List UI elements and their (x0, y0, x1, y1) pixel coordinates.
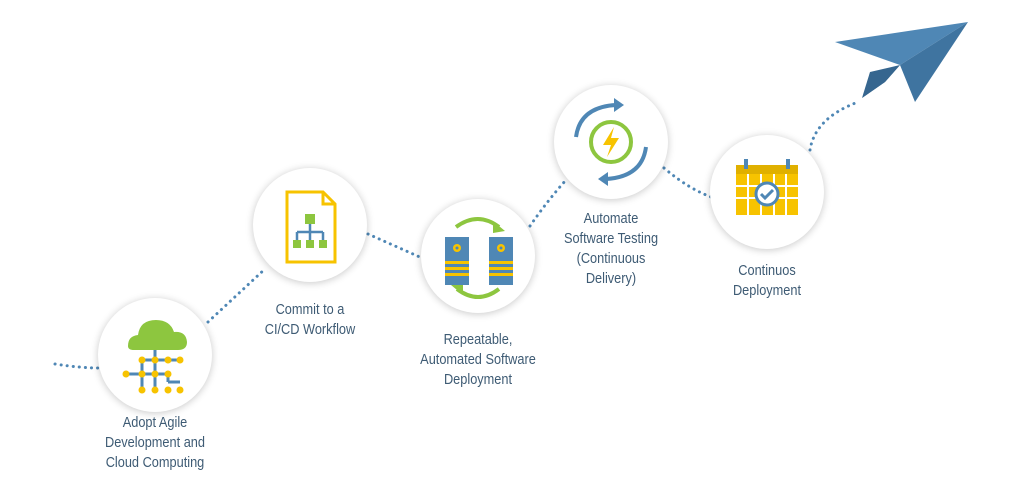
label-line: Deployment (443, 372, 513, 388)
label-line: Commit to a (275, 302, 345, 318)
label-line: Software Testing (563, 231, 659, 247)
step-circle-3 (421, 199, 535, 313)
label-line: Automated Software (420, 352, 536, 368)
automated-testing-icon (574, 98, 648, 186)
step-label-3: Repeatable, Automated Software Deploymen… (403, 330, 553, 390)
cloud-network-icon (122, 320, 187, 394)
label-line: Automate (583, 211, 639, 227)
label-line: Continuos (738, 263, 796, 279)
label-line: Adopt Agile (122, 415, 188, 431)
step-circle-5 (710, 135, 824, 249)
label-line: CI/CD Workflow (264, 322, 356, 338)
label-line: (Continuous (576, 251, 646, 267)
step-label-4: Automate Software Testing (Continuous De… (536, 209, 686, 289)
label-line: Cloud Computing (105, 455, 205, 471)
label-line: Development and (104, 435, 206, 451)
step-circle-1 (98, 298, 212, 412)
label-line: Deployment (732, 283, 802, 299)
server-sync-icon (445, 217, 513, 299)
calendar-check-icon (736, 159, 798, 215)
step-label-1: Adopt Agile Development and Cloud Comput… (80, 413, 230, 473)
step-circle-2 (253, 168, 367, 282)
label-line: Repeatable, (443, 332, 513, 348)
step-circle-4 (554, 85, 668, 199)
step-label-2: Commit to a CI/CD Workflow (235, 300, 385, 340)
step-label-5: Continuos Deployment (692, 261, 842, 301)
label-line: Delivery) (585, 271, 637, 287)
workflow-document-icon (285, 190, 337, 264)
